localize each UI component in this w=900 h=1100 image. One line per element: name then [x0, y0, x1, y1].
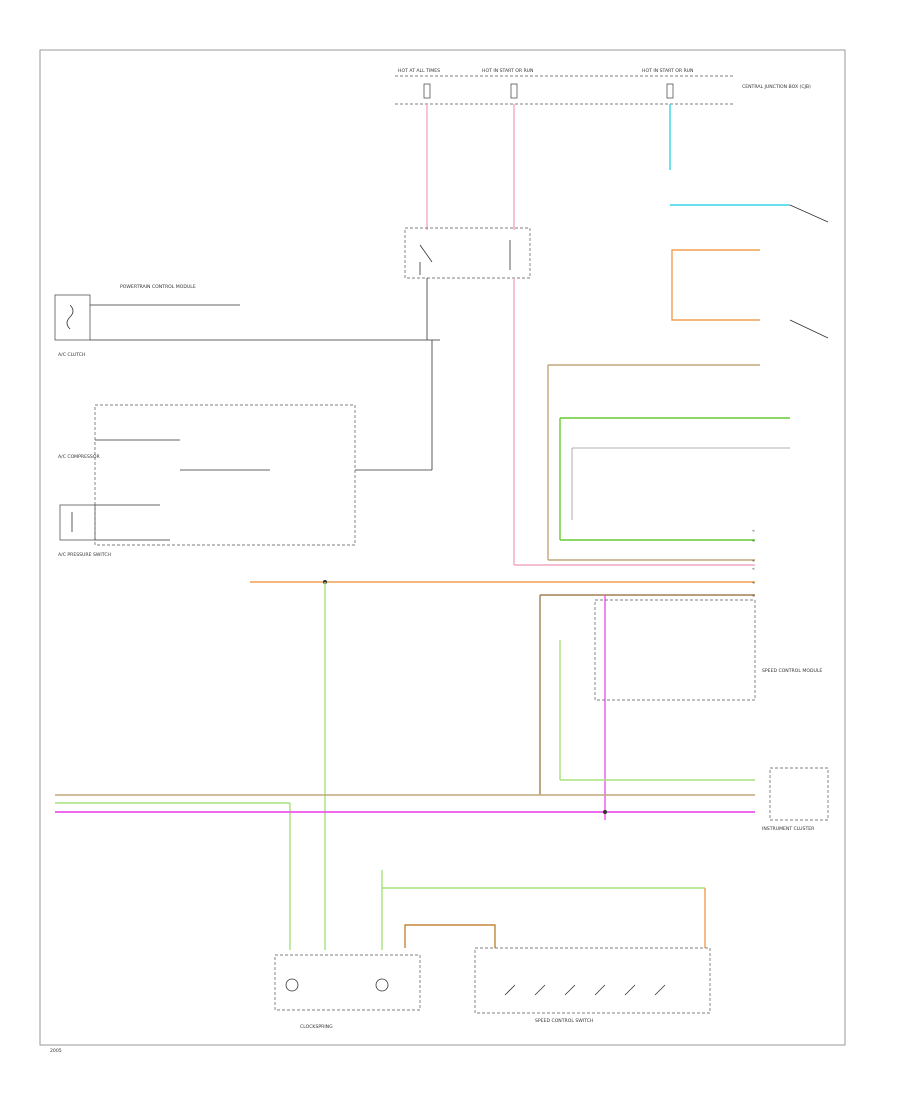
- wire-orange-loop: [671, 249, 760, 321]
- ground-symbol-1: [285, 978, 299, 992]
- fuse-3: [666, 83, 674, 99]
- ac-clutch-coil: [66, 304, 74, 330]
- instrument-cluster-label: INSTRUMENT CLUSTER: [762, 826, 815, 832]
- switch-contact-5: [624, 984, 636, 996]
- switch-contact-6: [654, 984, 666, 996]
- clockspring-box: [274, 954, 421, 1011]
- connector-chevron-3: «: [752, 559, 755, 564]
- switch-contact-2: [534, 984, 546, 996]
- switch-contact-4: [594, 984, 606, 996]
- speed-control-switch-box: [474, 947, 711, 1014]
- clockspring-label: CLOCKSPRING: [300, 1024, 333, 1030]
- ac-compressor-box: [59, 504, 96, 541]
- fuse-1: [423, 83, 431, 99]
- instrument-cluster-box: [769, 767, 829, 821]
- fuse-block-label-3: HOT IN START OR RUN: [642, 68, 693, 74]
- switch-contact-1: [504, 984, 516, 996]
- fuse-block-label-1: HOT AT ALL TIMES: [398, 68, 440, 74]
- relay-switch: [419, 244, 433, 275]
- pcm-left-label: POWERTRAIN CONTROL MODULE: [120, 284, 196, 290]
- relay-box: [404, 227, 531, 279]
- fuse-panel-note: CENTRAL JUNCTION BOX (CJB): [742, 84, 811, 90]
- ac-clutch-label: A/C CLUTCH: [58, 352, 85, 358]
- ac-pressure-switch-box: [94, 404, 356, 546]
- connector-chevron-2: «: [752, 539, 755, 544]
- diagram-frame: [39, 49, 846, 1046]
- connector-chevron-1: «: [752, 529, 755, 534]
- connector-chevron-4: «: [752, 567, 755, 572]
- switch-top-right: [789, 204, 829, 223]
- ground-symbol-2: [375, 978, 389, 992]
- speed-control-module-label: SPEED CONTROL MODULE: [762, 668, 822, 674]
- ac-clutch-box: [54, 294, 91, 341]
- fuse-block-label-2: HOT IN START OR RUN: [482, 68, 533, 74]
- fuse-2: [510, 83, 518, 99]
- ac-compressor-label: A/C COMPRESSOR: [58, 454, 100, 460]
- switch-contact-3: [564, 984, 576, 996]
- wire-orange-jog: [404, 924, 496, 948]
- ac-pressure-switch-label: A/C PRESSURE SWITCH: [58, 552, 111, 558]
- splice-dot-2: [603, 810, 607, 814]
- connector-chevron-6: «: [752, 594, 755, 599]
- switch-mid-right: [789, 319, 829, 339]
- connector-chevron-5: «: [752, 581, 755, 586]
- speed-control-module-box: [594, 599, 756, 701]
- page-tag: 2005: [50, 1048, 62, 1054]
- speed-control-switch-label: SPEED CONTROL SWITCH: [535, 1018, 593, 1024]
